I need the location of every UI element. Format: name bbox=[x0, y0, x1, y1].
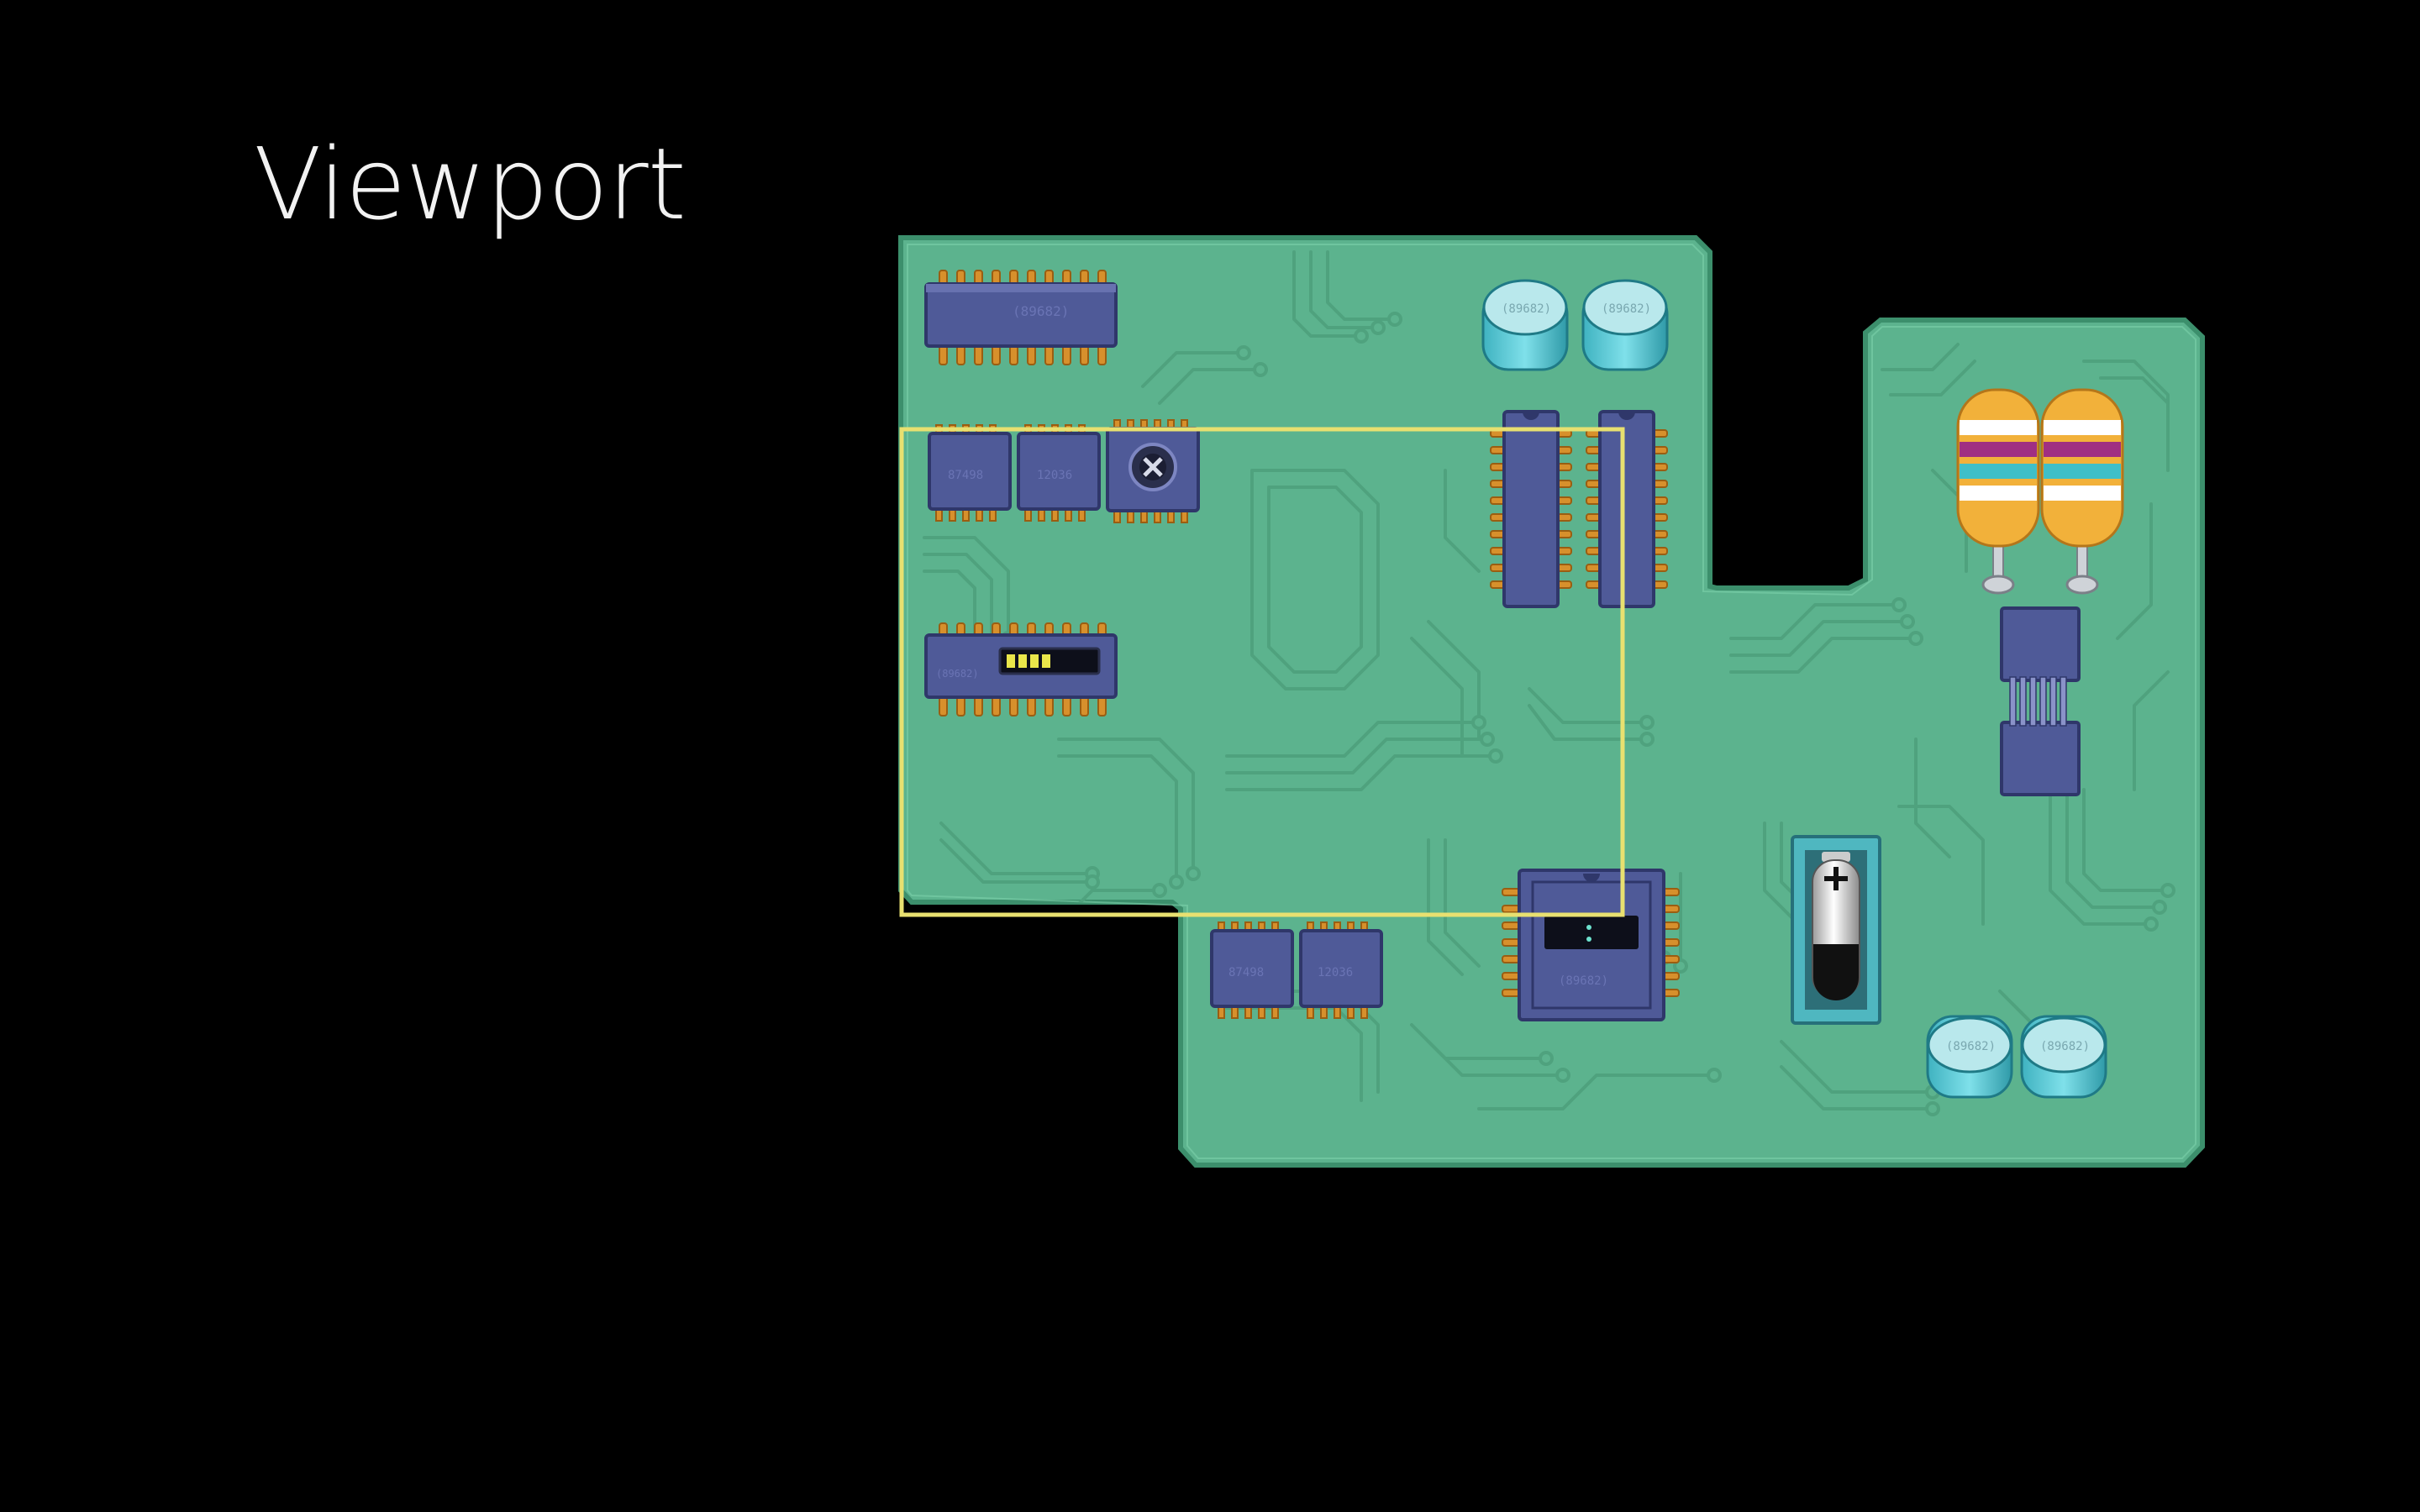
svg-text:(89682): (89682) bbox=[1946, 1040, 1996, 1053]
led-bar-chip: (89682) bbox=[924, 622, 1118, 717]
chip-label: (89682) bbox=[1013, 303, 1069, 319]
small-chip-4: 12036 bbox=[1299, 921, 1383, 1019]
display-chip: (89682) bbox=[1502, 869, 1680, 1021]
svg-text:12036: 12036 bbox=[1037, 469, 1072, 482]
svg-text:87498: 87498 bbox=[948, 469, 983, 482]
knob-chip bbox=[1106, 419, 1200, 523]
led-bar-icon bbox=[998, 647, 1101, 675]
small-chip-2: 12036 bbox=[1017, 424, 1101, 522]
capacitor-icon: (89682) bbox=[1581, 279, 1669, 371]
slide-title: Viewport bbox=[254, 126, 687, 242]
svg-text:12036: 12036 bbox=[1318, 966, 1353, 979]
svg-text:(89682): (89682) bbox=[1502, 302, 1551, 316]
capacitor-icon: (89682) bbox=[1481, 279, 1569, 371]
svg-text:87498: 87498 bbox=[1228, 966, 1264, 979]
small-chip-3: 87498 bbox=[1210, 921, 1294, 1019]
dip-chip-top-left: (89682) bbox=[924, 270, 1118, 365]
resistor-icon bbox=[1956, 388, 2040, 595]
capacitor-icon: (89682) bbox=[1926, 1015, 2013, 1099]
knob-icon bbox=[1128, 443, 1177, 491]
battery-icon bbox=[1791, 835, 1881, 1025]
chip-label: (89682) bbox=[936, 668, 979, 680]
svg-text:(89682): (89682) bbox=[2040, 1040, 2090, 1053]
vertical-chip-2 bbox=[1586, 410, 1668, 608]
viewport-rectangle bbox=[899, 427, 1625, 917]
capacitor-icon: (89682) bbox=[2020, 1015, 2107, 1099]
connector-chip bbox=[2000, 606, 2081, 796]
vertical-chip-1 bbox=[1490, 410, 1572, 608]
svg-text:(89682): (89682) bbox=[1602, 302, 1651, 316]
small-chip-1: 87498 bbox=[928, 424, 1012, 522]
chip-label: (89682) bbox=[1559, 974, 1608, 988]
resistor-icon bbox=[2040, 388, 2124, 595]
display-icon bbox=[1544, 916, 1639, 949]
